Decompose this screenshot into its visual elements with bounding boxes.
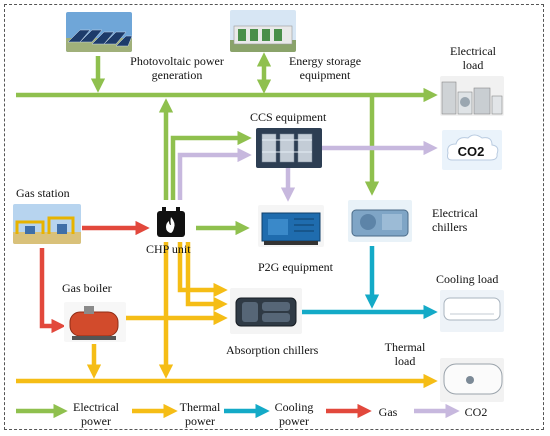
elec-chillers-label-line2: chillers	[432, 220, 468, 234]
gas-station-image	[13, 204, 81, 244]
pv-label-line1: Photovoltaic power	[130, 54, 224, 68]
electrical-chillers-image	[348, 200, 412, 242]
thermal-load-image	[440, 358, 504, 402]
pv-label: Photovoltaic power generation	[102, 54, 252, 82]
legend-co2-label: CO2	[464, 405, 488, 419]
gas-boiler-label: Gas boiler	[62, 281, 112, 295]
chp-to-ccs-electric-arrow	[170, 130, 252, 200]
chp-label: CHP unit	[146, 242, 191, 256]
thermal-load-label: Thermal load	[378, 340, 432, 368]
electrical-load-label-line2: load	[462, 58, 484, 72]
p2g-label: P2G equipment	[258, 260, 333, 274]
chp-co2-to-ccs-arrow	[177, 147, 252, 200]
storage-label-line2: equipment	[299, 68, 351, 82]
electrical-load-label: Electrical load	[440, 44, 506, 72]
chp-to-absorption-arrow-1	[177, 242, 228, 298]
ccs-label: CCS equipment	[250, 110, 327, 124]
elec-chillers-label: Electrical chillers	[432, 206, 478, 234]
ccs-equipment-image	[256, 128, 322, 168]
storage-label-line1: Energy storage	[288, 54, 362, 68]
co2-cloud-text: CO2	[458, 144, 485, 159]
absorption-label: Absorption chillers	[226, 343, 319, 357]
storage-label: Energy storage equipment	[270, 54, 380, 82]
legend-thermal-line1: Thermal	[179, 400, 221, 414]
gas-station-to-boiler-arrow	[39, 248, 66, 334]
electrical-load-label-line1: Electrical	[450, 44, 496, 58]
thermal-load-label-line1: Thermal	[384, 340, 426, 354]
dashed-border	[4, 4, 544, 430]
legend-gas-label: Gas	[378, 405, 398, 419]
cooling-load-label: Cooling load	[436, 272, 499, 286]
pv-label-line2: generation	[151, 68, 203, 82]
p2g-equipment-image	[258, 205, 324, 247]
legend-cooling-line2: power	[279, 414, 309, 428]
legend-electrical-label: Electrical power	[66, 400, 126, 428]
legend-thermal-label: Thermal power	[172, 400, 228, 428]
electrical-load-image	[440, 76, 504, 116]
elec-chillers-label-line1: Electrical	[432, 206, 478, 220]
gas-station-label: Gas station	[16, 186, 70, 200]
co2-tank-image: CO2	[442, 130, 502, 170]
legend-cooling-label: Cooling power	[266, 400, 322, 428]
energy-storage-image	[230, 10, 296, 52]
legend-thermal-line2: power	[185, 414, 215, 428]
absorption-chillers-image	[230, 288, 302, 334]
legend-cooling-line1: Cooling	[274, 400, 314, 414]
legend-electrical-line2: power	[81, 414, 111, 428]
gas-boiler-image	[64, 302, 126, 342]
cooling-load-image	[440, 290, 504, 332]
chp-to-absorption-arrow-2	[185, 242, 228, 312]
legend-electrical-line1: Electrical	[73, 400, 119, 414]
chp-unit-icon	[157, 207, 185, 237]
solar-panel-image	[66, 12, 132, 52]
thermal-load-label-line2: load	[394, 354, 416, 368]
